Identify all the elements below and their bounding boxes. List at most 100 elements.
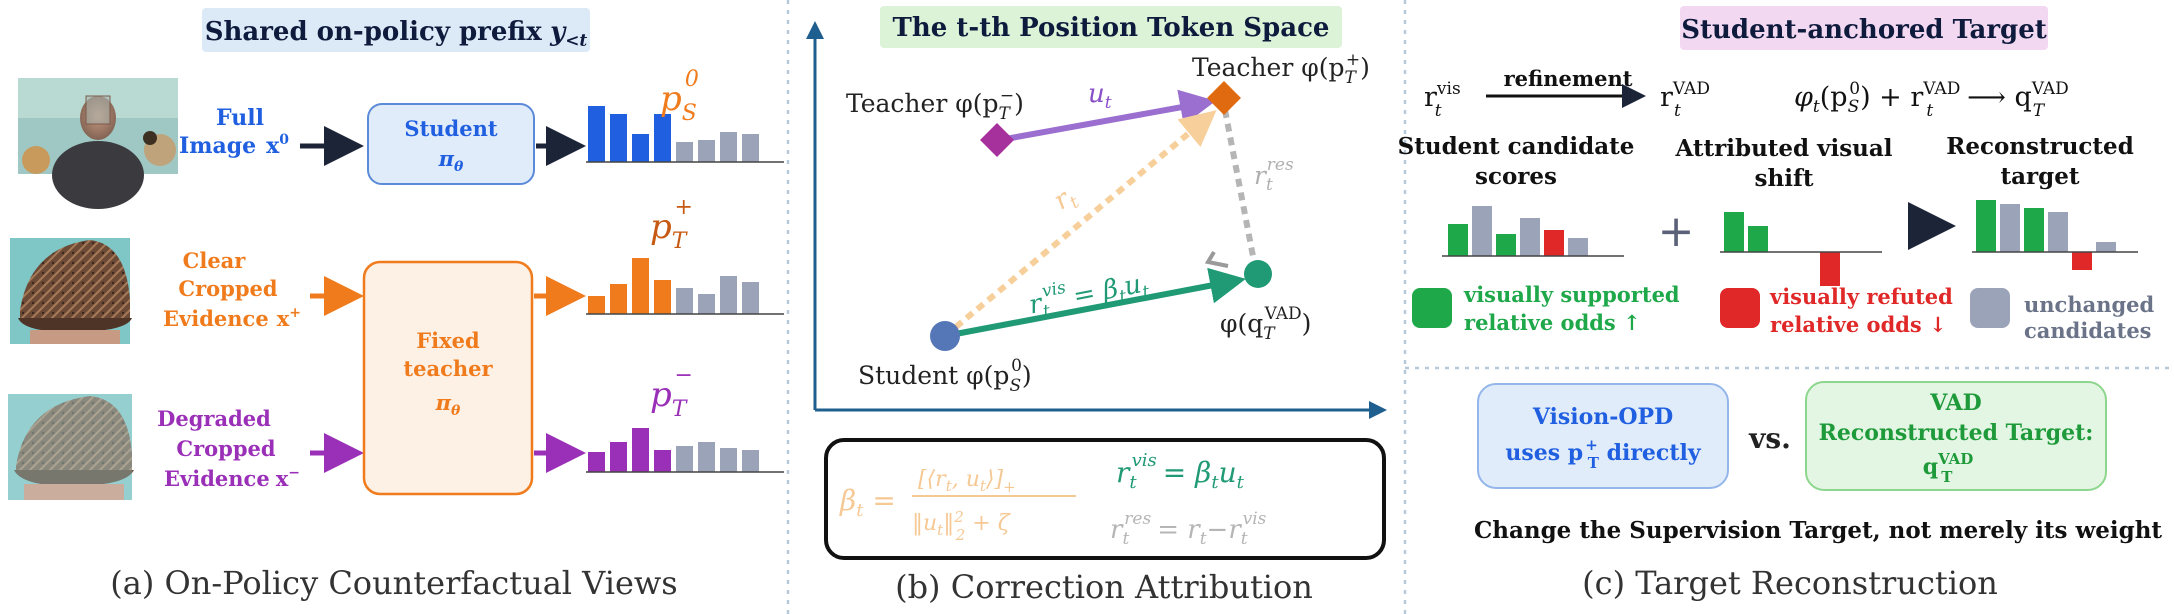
degraded-label-1: Degraded bbox=[157, 406, 271, 431]
bars-reconstructed bbox=[1976, 200, 2116, 270]
panel-a-banner bbox=[202, 8, 590, 52]
bars-ptminus-bar bbox=[610, 442, 627, 472]
bars-student-bar bbox=[1568, 238, 1588, 256]
bars-student-bar bbox=[1472, 206, 1492, 256]
ps0-label: pS0 bbox=[660, 67, 699, 126]
refinement-label: refinement bbox=[1504, 66, 1633, 91]
attributed-title-2: shift bbox=[1755, 165, 1814, 192]
reconstructed-title-1: Reconstructed bbox=[1946, 133, 2134, 160]
bars-student-bar bbox=[1448, 224, 1468, 256]
bars-ptplus-bar bbox=[588, 296, 605, 314]
vad-label-2: Reconstructed Target: bbox=[1819, 420, 2094, 446]
student-pi: πθ bbox=[438, 146, 464, 175]
vs-label: vs. bbox=[1748, 422, 1791, 455]
panel-c-banner bbox=[1680, 6, 2048, 50]
rvis-label: rtvis= βtut bbox=[1025, 262, 1151, 324]
full-image-label-1: Full bbox=[216, 105, 264, 131]
rres-dashed bbox=[1222, 109, 1259, 273]
panel-c-banner-text: Student-anchored Target bbox=[1681, 15, 2047, 45]
rvis-arrow bbox=[944, 267, 1246, 339]
formula-beta: βt = bbox=[839, 484, 896, 521]
u-label: ut bbox=[1088, 79, 1112, 113]
bars-ptminus-bar bbox=[698, 442, 715, 472]
bars-ps0-bar bbox=[610, 114, 627, 162]
bars-student-bar bbox=[1496, 234, 1516, 256]
reconstructed-title-2: target bbox=[2001, 163, 2080, 190]
bars-visual-shift bbox=[1724, 212, 1840, 286]
bars-ps0-bar bbox=[742, 134, 759, 162]
bars-shift-bar bbox=[1748, 226, 1768, 252]
bars-ptplus-bar bbox=[698, 294, 715, 314]
right-angle-mark bbox=[1204, 250, 1229, 268]
formula-rres: rtres= rt−rtvis bbox=[1110, 509, 1267, 549]
bars-recon-bar bbox=[2096, 242, 2116, 252]
bars-ps0-bar bbox=[588, 106, 605, 162]
qvad-label: φ(qTVAD) bbox=[1220, 304, 1311, 344]
bars-ptminus-bar bbox=[720, 448, 737, 472]
legend-gray-1: unchanged bbox=[2024, 292, 2155, 317]
bars-ptminus-bar bbox=[588, 452, 605, 472]
formula-box bbox=[824, 438, 1386, 560]
formula-numerator: [⟨rt, ut⟩]+ bbox=[918, 467, 1016, 496]
clear-label-1: Clear bbox=[183, 248, 247, 273]
bars-ptminus-bar bbox=[632, 428, 649, 472]
formula-rvis: rtvis= βtut bbox=[1116, 450, 1245, 493]
teacher-pi: πθ bbox=[435, 390, 461, 419]
bars-ps0-bar bbox=[654, 114, 671, 162]
bars-ptplus bbox=[588, 258, 759, 314]
bars-ps0-bar bbox=[720, 132, 737, 162]
bars-ps0-bar bbox=[676, 142, 693, 162]
full-image-thumbnail bbox=[18, 78, 178, 209]
panel-c-caption: (c) Target Reconstruction bbox=[1582, 564, 1998, 602]
vad-box bbox=[1805, 381, 2107, 491]
legend-green-1: visually supported bbox=[1463, 282, 1680, 307]
clear-crop-thumbnail bbox=[10, 238, 132, 344]
plus-sign: + bbox=[1658, 206, 1695, 257]
bars-ptplus-bar bbox=[654, 280, 671, 314]
bars-ptplus-bar bbox=[720, 276, 737, 314]
bars-ptplus-bar bbox=[610, 284, 627, 314]
student-point bbox=[930, 321, 960, 351]
panel-b-caption: (b) Correction Attribution bbox=[895, 568, 1313, 606]
r-arrow bbox=[943, 110, 1217, 339]
panel-b-banner bbox=[880, 6, 1342, 48]
qvad-point bbox=[1244, 260, 1272, 288]
bars-ps0 bbox=[588, 106, 759, 162]
teacher-plus-label: Teacher φ(pT+) bbox=[1192, 50, 1370, 88]
teacher-label-2: teacher bbox=[403, 356, 493, 381]
teacher-minus-diamond bbox=[980, 123, 1014, 157]
clear-label-2: Cropped bbox=[178, 276, 278, 301]
student-scores-title-1: Student candidate bbox=[1398, 133, 1635, 160]
student-scores-title-2: scores bbox=[1475, 163, 1557, 190]
bars-ptminus-bar bbox=[676, 446, 693, 472]
fixed-teacher-box bbox=[362, 260, 534, 496]
bars-student-scores bbox=[1448, 206, 1588, 256]
panel-b-banner-text: The t-th Position Token Space bbox=[893, 13, 1330, 43]
change-note: Change the Supervision Target, not merel… bbox=[1474, 517, 2162, 544]
bars-student-bar bbox=[1544, 230, 1564, 256]
bars-recon-bar bbox=[2072, 252, 2092, 270]
degraded-label-2: Cropped bbox=[176, 436, 276, 461]
vision-opd-box bbox=[1477, 383, 1729, 489]
bars-ptplus-bar bbox=[676, 288, 693, 314]
legend-gray-2: candidates bbox=[2024, 318, 2152, 343]
panel-a-caption: (a) On-Policy Counterfactual Views bbox=[110, 564, 677, 602]
bars-shift-bar bbox=[1820, 252, 1840, 286]
bars-recon-bar bbox=[2000, 204, 2020, 252]
teacher-label-1: Fixed bbox=[416, 328, 480, 353]
bars-ps0-bar bbox=[698, 140, 715, 162]
student-label: Student bbox=[404, 116, 497, 141]
vad-label-1: VAD bbox=[1929, 390, 1982, 416]
bars-ptminus-bar bbox=[742, 450, 759, 472]
student-point-label: Student φ(pS0) bbox=[858, 356, 1032, 396]
degraded-crop-thumbnail bbox=[8, 394, 134, 500]
legend-red-2: relative odds ↓ bbox=[1770, 312, 1947, 337]
teacher-minus-label: Teacher φ(pT−) bbox=[846, 86, 1024, 124]
ptminus-label: pT− bbox=[650, 363, 693, 422]
vision-opd-label-1: Vision-OPD bbox=[1532, 404, 1673, 430]
